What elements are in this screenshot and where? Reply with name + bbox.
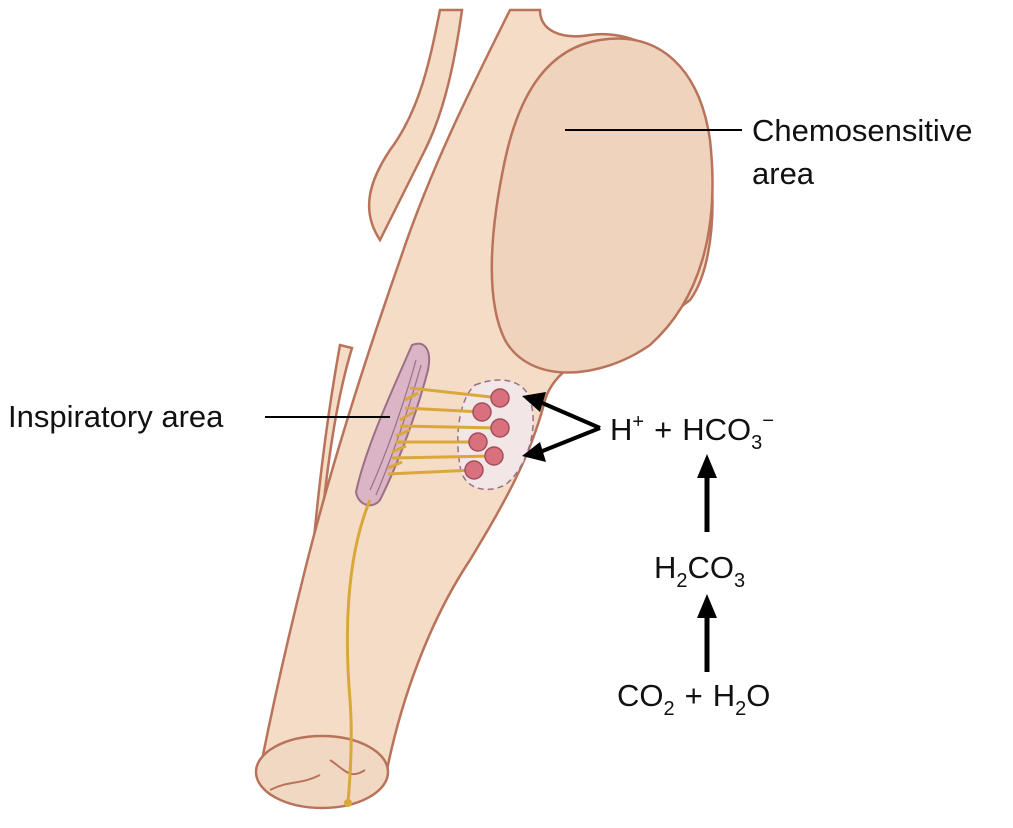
arrowhead-up-lower: [697, 594, 717, 618]
connecting-fibers: [387, 386, 501, 476]
carbonic-acid: H2CO3: [654, 550, 745, 592]
chemosensitive-label-line1: Chemosensitive: [752, 113, 973, 148]
neuron: [468, 432, 488, 452]
fork-arrow: [522, 392, 601, 462]
bicarbonate: HCO: [682, 412, 751, 447]
arrowhead-lower: [522, 442, 546, 462]
neuron: [490, 388, 510, 408]
chemosensitive-area: [490, 37, 714, 374]
arrowhead-up-upper: [697, 454, 717, 478]
bicarbonate-subscript: 3: [751, 432, 762, 454]
fiber-terminal: [344, 799, 352, 807]
inspiratory-area: [354, 342, 431, 507]
neuron-group: [464, 388, 510, 480]
neuron: [472, 402, 492, 422]
co2-water: CO2+H2O: [617, 678, 770, 720]
membrane-upper: [367, 8, 464, 243]
neuron: [484, 446, 504, 466]
hydrogen-charge: +: [632, 411, 644, 433]
inspiratory-striations: [369, 359, 422, 496]
neuron: [464, 460, 484, 480]
chemosensitive-label-line2: area: [752, 156, 815, 191]
inspiratory-label: Inspiratory area: [8, 399, 224, 434]
cross-section-detail: [269, 759, 366, 791]
bicarbonate-charge: −: [762, 410, 774, 432]
brainstem-cross-section: [254, 734, 390, 810]
neuron: [490, 418, 510, 438]
ion-equation: H++HCO3−: [610, 410, 774, 454]
plus-sign-1: +: [654, 412, 672, 447]
hydrogen-ion: H: [610, 412, 632, 447]
arrowhead-upper: [522, 392, 546, 412]
descending-fiber: [345, 499, 372, 804]
